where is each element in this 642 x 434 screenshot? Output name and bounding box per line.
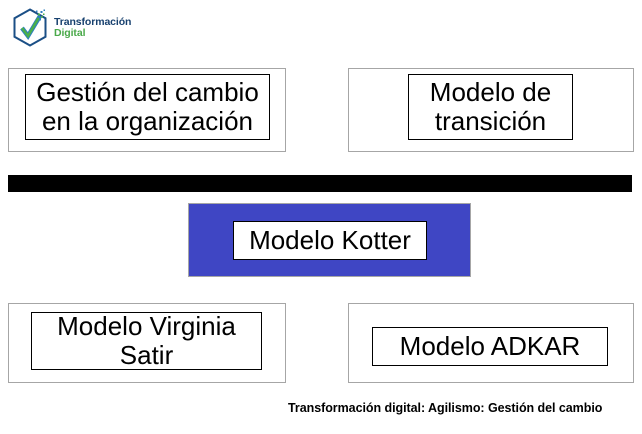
textbox-modelo-virginia-satir[interactable]: Modelo Virginia Satir [31, 311, 262, 370]
logo-line-digital: Digital [54, 27, 86, 39]
logo-line-transformacion: Transformación [54, 15, 132, 28]
footer-caption: Transformación digital: Agilismo: Gestió… [288, 401, 603, 415]
logo-wordmark: Transformación Digital [54, 15, 132, 40]
black-separator-bar [8, 175, 632, 192]
textbox-gestion-del-cambio[interactable]: Gestión del cambio en la organización [25, 74, 270, 140]
textbox-modelo-de-transicion[interactable]: Modelo de transición [408, 74, 573, 140]
textbox-modelo-kotter[interactable]: Modelo Kotter [233, 221, 427, 260]
hexagon-checkmark-icon [13, 8, 47, 47]
brand-logo: Transformación Digital [12, 8, 152, 48]
textbox-modelo-adkar[interactable]: Modelo ADKAR [372, 327, 608, 366]
